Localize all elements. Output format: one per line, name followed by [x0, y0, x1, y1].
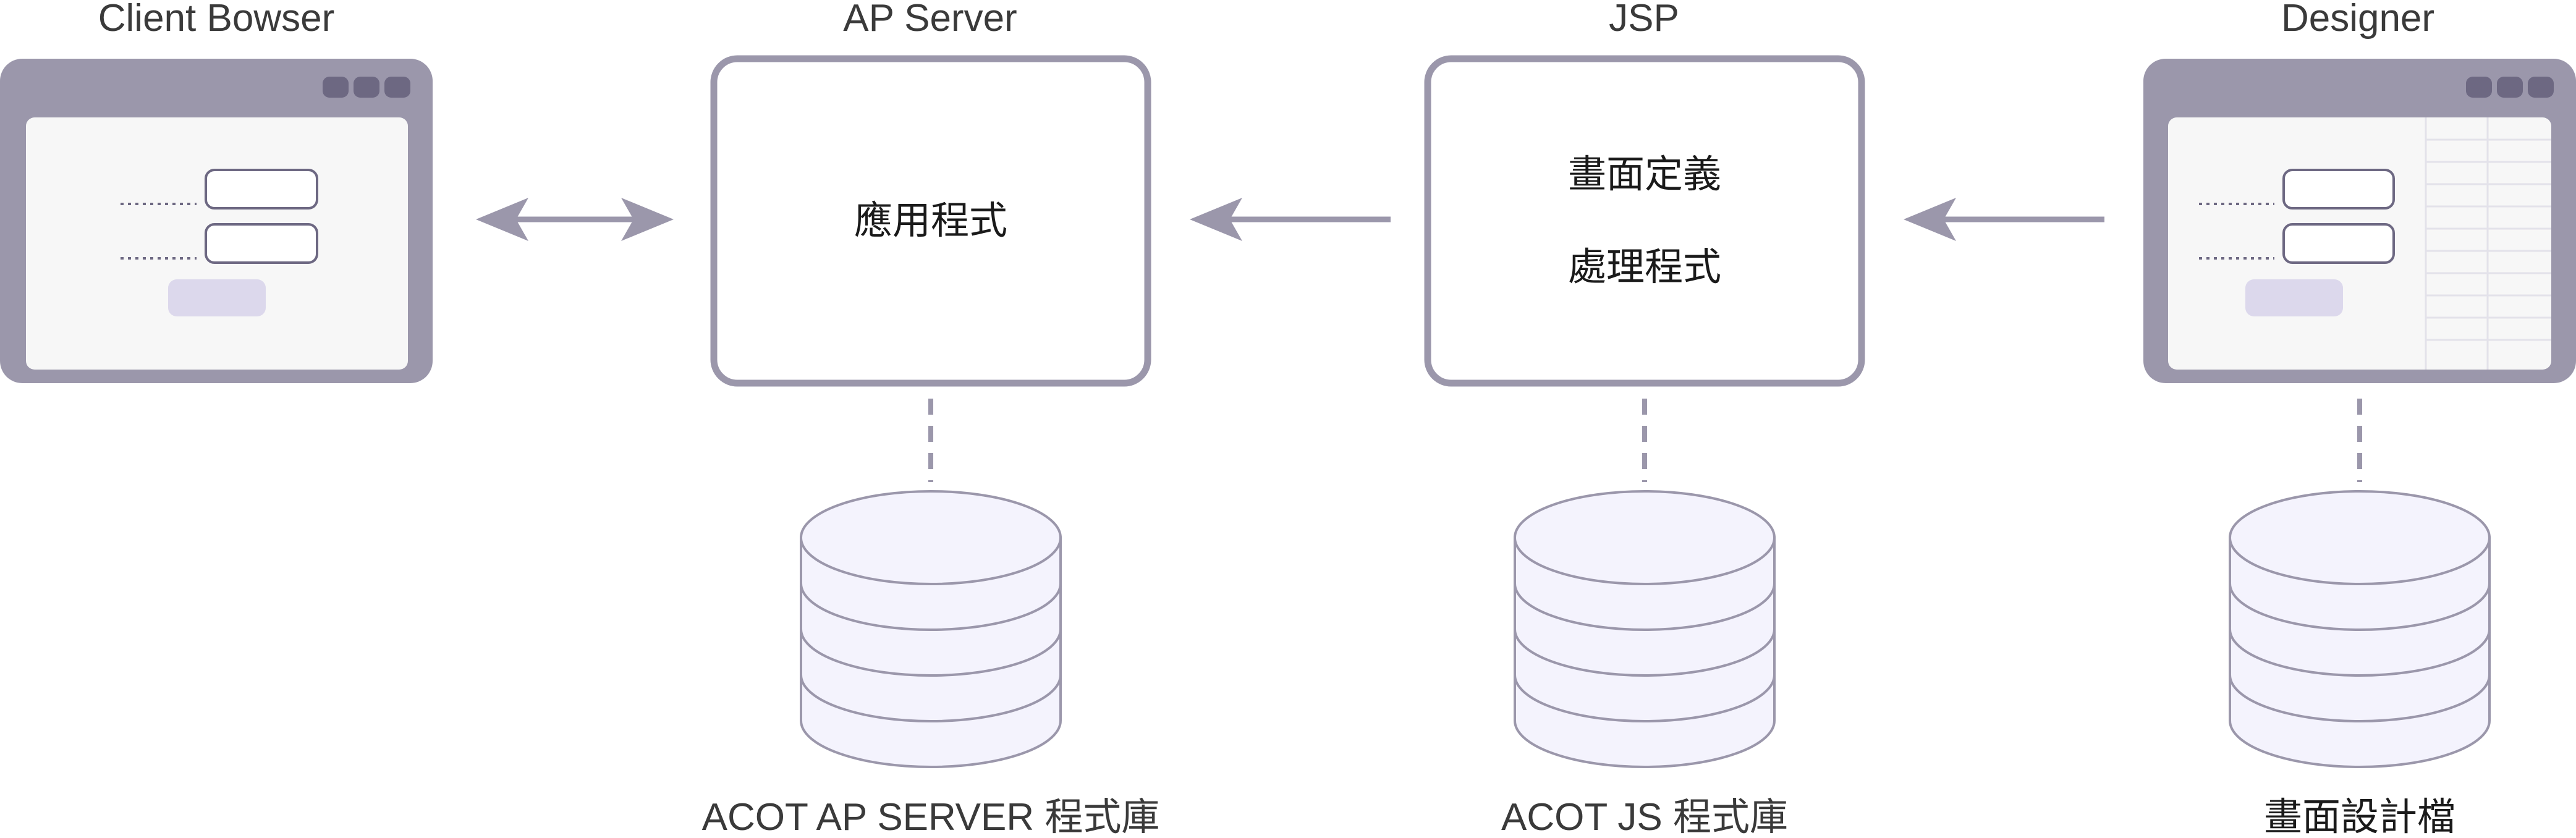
database-body	[1514, 536, 1776, 768]
database-layer-line	[800, 674, 1062, 722]
arrowhead-right	[621, 198, 674, 241]
designer-input-2	[2282, 223, 2395, 264]
arrowhead-left	[476, 198, 528, 241]
client-browser-window	[0, 59, 433, 383]
arrowhead-jsp	[1904, 198, 1956, 241]
window-control-2	[354, 77, 379, 98]
designer-input-1	[2282, 169, 2395, 210]
form-input-1	[205, 169, 318, 210]
database-js-label: ACOT JS 程式庫	[1501, 796, 1788, 838]
database-top	[1514, 490, 1776, 585]
ap-server-title: AP Server	[843, 0, 1017, 40]
jsp-content-1: 畫面定義	[1568, 151, 1721, 197]
database-body	[2229, 536, 2491, 768]
client-title: Client Bowser	[98, 0, 334, 40]
database-layer-line	[2229, 583, 2491, 631]
database-designer-label: 畫面設計檔	[2264, 794, 2455, 838]
jsp-title: JSP	[1609, 0, 1679, 40]
database-top	[2229, 490, 2491, 585]
designer-grid-panel	[2425, 117, 2551, 370]
designer-window	[2143, 59, 2576, 383]
designer-control-1	[2466, 77, 2492, 98]
database-layer-line	[1514, 628, 1776, 677]
form-input-2	[205, 223, 318, 264]
arrow-jsp-ap	[1190, 198, 1391, 241]
arrow-client-ap	[476, 198, 674, 241]
designer-control-2	[2497, 77, 2523, 98]
ap-server-content: 應用程式	[854, 198, 1007, 243]
designer-control-3	[2528, 77, 2554, 98]
database-body	[800, 536, 1062, 768]
designer-button	[2245, 279, 2343, 316]
database-designer	[2229, 490, 2491, 768]
window-control-1	[323, 77, 349, 98]
form-button	[168, 279, 266, 316]
database-layer-line	[800, 628, 1062, 677]
ap-server-box: 應用程式	[710, 55, 1151, 387]
database-ap	[800, 490, 1062, 768]
window-control-3	[384, 77, 410, 98]
designer-title: Designer	[2281, 0, 2434, 40]
database-layer-line	[1514, 674, 1776, 722]
jsp-content-2: 處理程式	[1568, 244, 1721, 289]
arrow-designer-jsp	[1904, 198, 2104, 241]
database-top	[800, 490, 1062, 585]
database-layer-line	[2229, 674, 2491, 722]
arrowhead-ap	[1190, 198, 1242, 241]
database-layer-line	[2229, 628, 2491, 677]
database-js	[1514, 490, 1776, 768]
database-ap-label: ACOT AP SERVER 程式庫	[702, 796, 1160, 838]
database-layer-line	[1514, 583, 1776, 631]
jsp-box: 畫面定義 處理程式	[1424, 55, 1865, 387]
database-layer-line	[800, 583, 1062, 631]
